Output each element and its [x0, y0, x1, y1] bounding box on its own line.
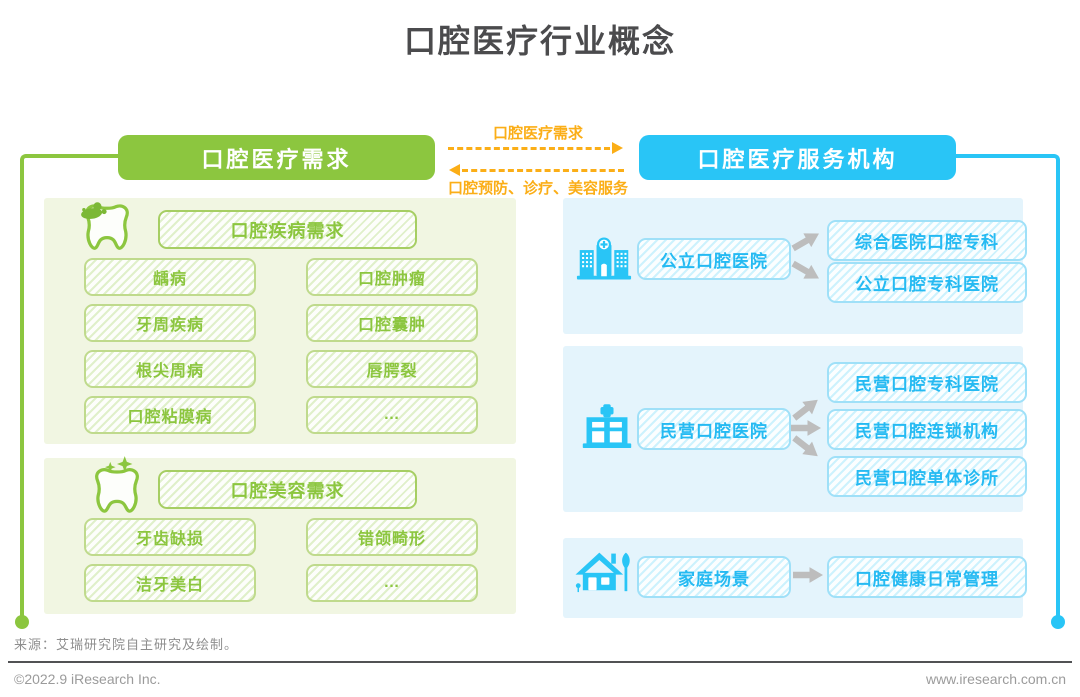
home-icon: [575, 552, 630, 593]
provider-target-pill: 民营口腔单体诊所: [827, 456, 1027, 497]
tooth-decay-icon: [81, 202, 129, 250]
disease-item-more: …: [306, 396, 478, 434]
flow-arrow-top-label: 口腔医疗需求: [492, 125, 583, 142]
provider-target-pill: 民营口腔专科医院: [827, 362, 1027, 403]
provider-target-pill: 民营口腔连锁机构: [827, 409, 1027, 450]
source-note: 来源：艾瑞研究院自主研究及绘制。: [14, 637, 239, 652]
beauty-item: 错颌畸形: [306, 518, 478, 556]
disease-item: 牙周疾病: [84, 304, 256, 342]
disease-item: 唇腭裂: [306, 350, 478, 388]
disease-item: 口腔肿瘤: [306, 258, 478, 296]
page-title: 口腔医疗行业概念: [403, 23, 676, 59]
dashed-arrow-left: [462, 169, 624, 172]
provider-target-pill: 口腔健康日常管理: [827, 556, 1027, 598]
public-hospital-icon: [576, 237, 632, 280]
arrowhead-left-icon: [449, 164, 460, 176]
beauty-section-title: 口腔美容需求: [158, 470, 417, 509]
private-hospital-icon: [582, 404, 632, 449]
flow-arrow-bottom-label: 口腔预防、诊疗、美容服务: [447, 180, 628, 197]
disease-item: 根尖周病: [84, 350, 256, 388]
disease-item: 口腔粘膜病: [84, 396, 256, 434]
website-text: www.iresearch.com.cn: [925, 671, 1066, 687]
provider-target-pill: 公立口腔专科医院: [827, 262, 1027, 303]
blue-connector-line: [956, 154, 1060, 624]
public-hospital-pill: 公立口腔医院: [637, 238, 791, 280]
tooth-sparkle-icon: [95, 456, 139, 513]
provider-header: 口腔医疗服务机构: [639, 135, 956, 180]
disease-item: 龋病: [84, 258, 256, 296]
arrowhead-right-icon: [612, 142, 623, 154]
green-connector-line: [20, 154, 122, 624]
blue-line-end-dot: [1051, 615, 1065, 629]
footer-divider: [8, 661, 1072, 663]
provider-target-pill: 综合医院口腔专科: [827, 220, 1027, 261]
private-hospital-pill: 民营口腔医院: [637, 408, 791, 450]
dashed-arrow-right: [448, 147, 610, 150]
disease-section-title: 口腔疾病需求: [158, 210, 417, 249]
beauty-item: 洁牙美白: [84, 564, 256, 602]
green-line-end-dot: [15, 615, 29, 629]
home-scene-pill: 家庭场景: [637, 556, 791, 598]
demand-header: 口腔医疗需求: [118, 135, 435, 180]
beauty-item-more: …: [306, 564, 478, 602]
beauty-item: 牙齿缺损: [84, 518, 256, 556]
copyright-text: ©2022.9 iResearch Inc.: [14, 671, 161, 687]
disease-item: 口腔囊肿: [306, 304, 478, 342]
